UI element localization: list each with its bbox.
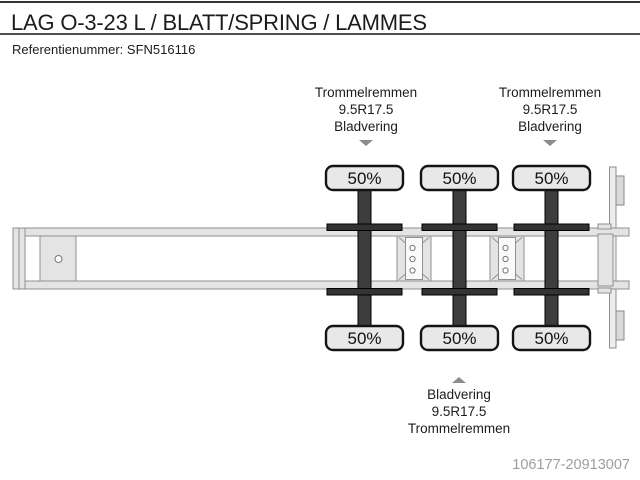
spec-line-brakes: Trommelremmen [407,421,511,436]
wheel-load-label: 50% [347,329,381,348]
title-divider [0,33,640,35]
wheel-top-2 [419,164,500,192]
wheel-top-1 [324,164,405,192]
spring-top-1 [326,223,403,231]
spec-line-suspension: Bladvering [427,387,491,402]
wheel-bottom-3 [511,324,592,352]
top-border-line [0,1,640,3]
reference-label: Referentienummer: [12,42,124,57]
wheel-bottom-2 [419,324,500,352]
rear-bracket-top [615,175,625,206]
spec-line-tyres: 9.5R17.5 [522,102,578,117]
reference-value: SFN516116 [126,42,196,57]
spec-line-suspension: Bladvering [518,119,582,134]
axle-1 [357,175,372,341]
wheels: 50% 50% 50% 50% 50% 50% [324,164,592,352]
leaf-springs [326,223,590,296]
taper-line [398,273,406,280]
spring-bottom-2 [421,288,498,296]
axle-2 [452,175,467,341]
spec-line-brakes: Trommelremmen [314,85,418,100]
page-title: LAG O-3-23 L / BLATT/SPRING / LAMMES [11,10,427,35]
taper-line [398,237,406,244]
spring-bottom-3 [513,288,590,296]
spec-line-tyres: 9.5R17.5 [431,404,487,419]
bolt-hole [409,267,416,274]
wheel-load-label: 50% [347,169,381,188]
spec-line-suspension: Bladvering [334,119,398,134]
axles [357,175,559,341]
listing-id: 106177-20913007 [512,457,630,473]
rear-cross-member [597,223,614,294]
rear-bracket-bottom [615,310,625,341]
taper-line [422,273,430,280]
wheel-load-label: 50% [442,169,476,188]
spring-top-2 [421,223,498,231]
wheel-top-3 [511,164,592,192]
rear-cross-member-body [597,233,614,287]
spec-line-tyres: 9.5R17.5 [338,102,394,117]
bolt-hole [502,255,509,263]
taper-line [422,237,430,244]
wheel-load-label: 50% [442,329,476,348]
bolt-hole [502,267,509,274]
wheel-load-label: 50% [534,169,568,188]
arrow-down-icon [359,140,373,146]
taper-line [491,237,499,244]
arrow-down-icon [543,140,557,146]
axle-spec-label-middle: Bladvering 9.5R17.5 Trommelremmen [384,377,534,437]
cross-member-1 [396,235,432,282]
taper-line [491,273,499,280]
wheel-load-label: 50% [534,329,568,348]
axle-spec-label-front: Trommelremmen 9.5R17.5 Bladvering [291,84,441,146]
rear-step-bottom [597,287,612,294]
chassis-frame [12,227,630,290]
rear-step-top [597,223,612,230]
arrow-up-icon [452,377,466,383]
bolt-hole [409,255,416,263]
kingpin-icon [54,255,63,263]
bolt-hole [502,244,509,252]
frame-rail-bottom [12,280,630,290]
wheel-bottom-1 [324,324,405,352]
axle-spec-label-rear: Trommelremmen 9.5R17.5 Bladvering [475,84,625,146]
axle-3 [544,175,559,341]
bolt-hole [409,244,416,252]
spring-bottom-1 [326,288,403,296]
taper-line [515,273,523,280]
taper-line [515,237,523,244]
spec-line-brakes: Trommelremmen [498,85,602,100]
cross-member-2 [489,235,525,282]
kingpin-plate [39,235,77,282]
spring-top-3 [513,223,590,231]
reference-number: Referentienummer: SFN516116 [12,42,195,57]
